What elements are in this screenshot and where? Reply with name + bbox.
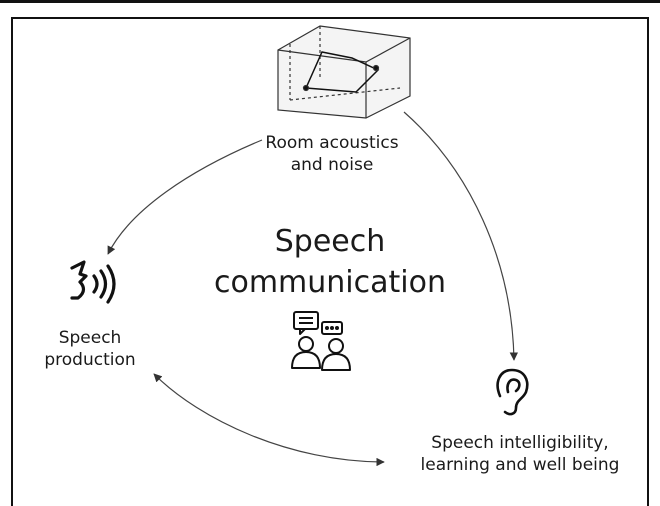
room-acoustics-label: Room acoustics and noise: [232, 132, 432, 176]
ear-icon: [496, 368, 529, 416]
top-border: [0, 0, 660, 3]
speaking-head-icon: [70, 260, 116, 304]
arrow-room-to-intelligibility: [403, 111, 519, 361]
arrow-production-to-intelligibility: [153, 373, 385, 467]
center-title-line2: communication: [213, 264, 446, 300]
room-wireframe-icon: [277, 25, 411, 119]
production-label-line2: production: [44, 350, 136, 371]
center-title-line1: Speech: [274, 224, 386, 259]
production-label-line1: Speech: [58, 328, 122, 348]
room-label-line1: Room acoustics: [265, 133, 399, 153]
left-border: [11, 18, 13, 506]
speech-production-label: Speech production: [20, 327, 160, 371]
intelligibility-label-line1: Speech intelligibility,: [431, 433, 609, 453]
arrow-room-to-production: [107, 139, 263, 255]
intelligibility-label-line2: learning and well being: [420, 455, 620, 476]
speech-intelligibility-label: Speech intelligibility, learning and wel…: [400, 432, 640, 476]
people-conversation-icon: [291, 311, 351, 371]
speech-communication-title: Speech communication: [180, 222, 480, 303]
inner-top-border: [11, 17, 649, 19]
right-border: [647, 18, 649, 506]
room-label-line2: and noise: [290, 155, 374, 176]
